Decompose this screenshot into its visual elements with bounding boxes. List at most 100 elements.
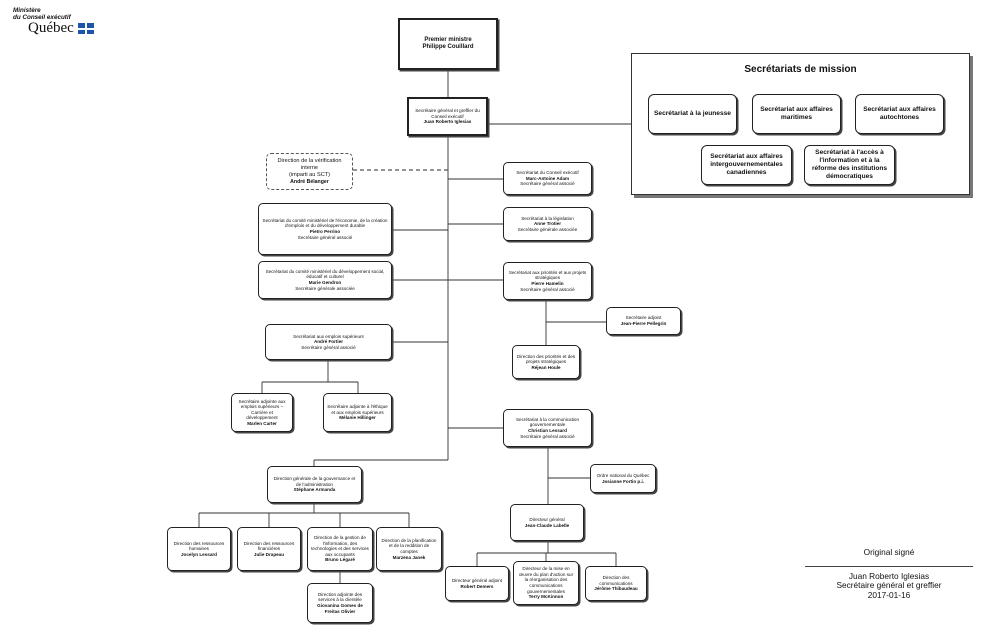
social-title: Secrétariat du comité ministériel du dév… (265, 268, 385, 280)
box-ressources-financieres: Direction des ressources financières Jul… (237, 527, 301, 571)
priorites-role: Secrétaire général associé (520, 286, 575, 292)
original-signed: Original signé (863, 547, 915, 557)
economie-role: Secrétaire général associé (297, 234, 353, 240)
box-premier: Premier ministre Philippe Couillard (398, 18, 498, 70)
box-priorites: Secrétariat aux priorités et aux projets… (503, 262, 592, 300)
emplois-role: Secrétaire général associé (301, 344, 356, 350)
mise-oeuvre-name: Terry McKinnon (528, 594, 564, 600)
box-economie: Secrétariat du comité ministériel de l'é… (258, 203, 392, 255)
box-secretary-general: Secrétaire général et greffier du Consei… (407, 97, 488, 136)
carriere-name: Marlen Carter (247, 420, 277, 426)
ministry-line-1: Ministère (13, 7, 41, 14)
ordre-name: Josianne Fortin p.i. (601, 478, 645, 484)
rf-name: Julie Drapeau (253, 551, 285, 557)
rf-title: Direction des ressources financières (243, 540, 295, 552)
box-carriere: Secrétaire adjointe aux emplois supérieu… (231, 393, 293, 432)
ordre-title: Ordre national du Québec (596, 472, 650, 478)
verif-note: (imparti au SCT) (288, 171, 331, 178)
sce-role: Secrétaire général associé (520, 181, 575, 187)
box-internal-audit: Direction de la vérification interne (im… (266, 153, 353, 190)
sce-name: Marc-Antoine Adam (525, 175, 570, 181)
dga-name: Robert Demers (460, 583, 494, 589)
dga-title: Directeur général adjoint (451, 577, 503, 583)
brand-wordmark: Québec (28, 20, 74, 36)
ti-name: Bruno Légaré (325, 557, 355, 563)
signatory-role: Secrétaire général et greffier (836, 580, 942, 591)
adjoint-title: Secrétaire adjoint (625, 315, 662, 321)
clientele-name: Giovanina Gomes de Freitas Olivier (317, 603, 363, 614)
priorites-name: Pierre Hamelin (531, 281, 564, 286)
box-planification: Direction de la planification et de la r… (376, 527, 442, 571)
signature-line (805, 565, 973, 567)
legis-role: Secrétaire générale associée (517, 226, 578, 232)
communication-title: Secrétariat à la communication gouvernem… (515, 416, 580, 428)
box-emplois-superieurs: Secrétariat aux emplois supérieurs André… (265, 324, 392, 360)
economie-name: Pietro Perrino (309, 229, 341, 234)
planif-name: Marzena Janek (392, 554, 426, 560)
box-communication: Secrétariat à la communication gouvernem… (503, 409, 592, 447)
verif-name: André Bélanger (290, 178, 329, 185)
rh-title: Direction des ressources humaines (173, 540, 225, 552)
mission-acces-information: Secrétariat à l'accès à l'information et… (804, 145, 895, 185)
ethique-name: Mélanie Hillinger (339, 415, 376, 421)
box-legislation: Secrétariat à la législation Anne Trotie… (503, 207, 592, 241)
mission-inter-label: Secrétariat aux affaires intergouverneme… (710, 152, 783, 177)
box-dir-priorites: Direction des priorités et des projets s… (512, 345, 580, 379)
legis-title: Secrétariat à la législation (521, 215, 574, 221)
signature-block: Original signé Juan Roberto Iglesias Sec… (805, 547, 973, 600)
missions-panel: Secrétariats de mission Secrétariat à la… (631, 53, 970, 195)
clientele-title: Direction adjointe des services à la cli… (317, 591, 363, 603)
adjoint-name: Jean-Pierre Pellegrin (620, 321, 667, 326)
signatory-name: Juan Roberto Iglesias (848, 570, 930, 581)
mission-jeunesse: Secrétariat à la jeunesse (648, 94, 737, 134)
quebec-flag-icon (77, 23, 94, 35)
mission-acces-label: Secrétariat à l'accès à l'information et… (811, 148, 888, 181)
ethique-title: Secrétaire adjointe à l'éthique et aux e… (327, 404, 388, 415)
legis-name: Anne Trotier (533, 221, 562, 227)
dir-general-name: Jean-Claude Labelle (524, 522, 570, 528)
emplois-name: André Fortier (313, 339, 344, 345)
mission-maritimes-label: Secrétariat aux affaires maritimes (760, 105, 833, 121)
ti-title: Direction de la gestion de l'information… (311, 535, 369, 557)
dir-priorites-title: Direction des priorités et des projets s… (516, 353, 576, 365)
sg-name: Juan Roberto Iglesias (423, 119, 472, 125)
premier-name: Philippe Couillard (422, 44, 474, 50)
box-services-clientele: Direction adjointe des services à la cli… (307, 583, 373, 623)
verif-title: Direction de la vérification interne (277, 158, 342, 171)
box-ethique: Secrétaire adjointe à l'éthique et aux e… (323, 393, 392, 432)
box-social: Secrétariat du comité ministériel du dév… (258, 261, 392, 299)
box-dir-communications: Direction des communications Jérôme Thib… (585, 566, 647, 601)
box-ressources-humaines: Direction des ressources humaines Jocely… (167, 527, 231, 571)
economie-title: Secrétariat du comité ministériel de l'é… (262, 217, 388, 229)
dir-priorites-name: Réjean Houle (531, 364, 561, 370)
box-mise-en-oeuvre: Directeur de la mise en œuvre du plan d'… (513, 561, 579, 605)
gouvernance-name: Stéphane Armanda (293, 487, 336, 493)
box-directeur-general: Directeur général Jean-Claude Labelle (510, 504, 584, 541)
sce-title: Secrétariat du Conseil exécutif (516, 170, 579, 176)
dir-general-title: Directeur général (529, 516, 565, 522)
mission-jeunesse-label: Secrétariat à la jeunesse (654, 109, 731, 117)
box-dga: Directeur général adjoint Robert Demers (445, 566, 509, 601)
mise-oeuvre-title: Directeur de la mise en œuvre du plan d'… (518, 566, 574, 594)
communication-role: Secrétaire général associé (520, 433, 575, 439)
emplois-title: Secrétariat aux emplois supérieurs (293, 333, 364, 339)
dir-comm-title: Direction des communications (599, 575, 633, 586)
social-name: Marie Gendron (308, 280, 342, 285)
signature-date: 2017-01-16 (867, 589, 911, 600)
premier-title: Premier ministre (424, 36, 472, 43)
dir-comm-name: Jérôme Thibaudeau (594, 586, 638, 592)
mission-autochtones: Secrétariat aux affaires autochtones (855, 94, 944, 134)
quebec-logo: Ministère du Conseil exécutif Québec (13, 7, 94, 36)
priorites-title: Secrétariat aux priorités et aux projets… (508, 269, 587, 281)
mission-maritimes: Secrétariat aux affaires maritimes (752, 94, 841, 134)
box-ordre-national: Ordre national du Québec Josianne Fortin… (590, 464, 656, 493)
rh-name: Jocelyn Lessard (180, 551, 217, 557)
mission-autochtones-label: Secrétariat aux affaires autochtones (863, 105, 936, 121)
mission-intergouvernementales: Secrétariat aux affaires intergouverneme… (701, 145, 792, 185)
carriere-title: Secrétaire adjointe aux emplois supérieu… (238, 398, 286, 421)
communication-name: Christian Lessard (528, 428, 567, 433)
missions-title: Secrétariats de mission (744, 64, 857, 75)
gouvernance-title: Direction générale de la gouvernance et … (273, 476, 356, 487)
